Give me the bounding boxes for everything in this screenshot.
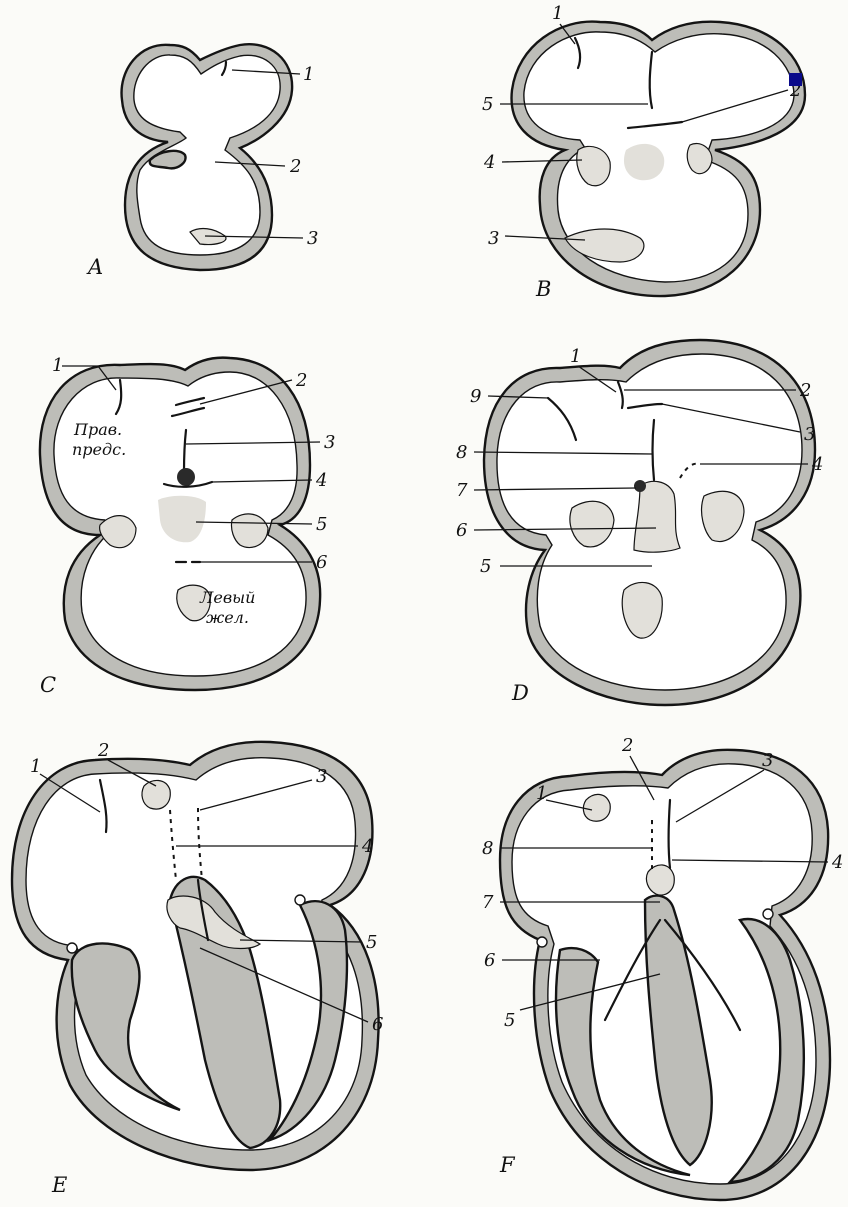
- callout-label: 1: [552, 3, 563, 24]
- panel-label: E: [51, 1173, 67, 1197]
- callout-label: 5: [482, 94, 493, 115]
- selection-marker: [789, 73, 802, 86]
- left-ventricle-label-line-2: жел.: [206, 608, 249, 627]
- callout-label: 7: [456, 480, 468, 501]
- callout-label: 5: [480, 556, 491, 577]
- callout-label: 2: [621, 735, 633, 756]
- callout-label: 3: [307, 228, 318, 249]
- callout-label: 2: [97, 740, 109, 761]
- callout-label: 3: [324, 432, 335, 453]
- callout-label: 4: [483, 152, 495, 173]
- callout-label: 1: [52, 355, 63, 376]
- panel-e: [12, 742, 379, 1170]
- callout-label: 4: [361, 836, 373, 857]
- panel-b: [512, 22, 805, 296]
- left-ventricle-label-line-1: Левый: [199, 588, 255, 607]
- callout-label: 4: [315, 470, 327, 491]
- callout-label: 1: [303, 64, 314, 85]
- callout-label: 2: [289, 156, 301, 177]
- panel-label: D: [511, 681, 529, 705]
- callout-label: 4: [831, 852, 843, 873]
- callout-label: 3: [762, 750, 773, 771]
- callout-label: 6: [456, 520, 467, 541]
- callout-label: 6: [372, 1014, 383, 1035]
- callout-label: 5: [504, 1010, 515, 1031]
- callout-label: 5: [366, 932, 377, 953]
- right-atrium-label-line-1: Прав.: [73, 420, 122, 439]
- panel-label: B: [535, 277, 551, 301]
- panel-label: A: [86, 255, 103, 279]
- callout-label: 2: [295, 370, 307, 391]
- panel-label: C: [40, 673, 56, 697]
- callout-label: 8: [456, 442, 467, 463]
- callout-label: 4: [811, 454, 823, 475]
- callout-label: 6: [316, 552, 327, 573]
- callout-label: 9: [470, 386, 481, 407]
- right-atrium-label-line-2: предс.: [72, 440, 126, 459]
- panel-label: F: [499, 1153, 516, 1177]
- callout-label: 2: [799, 380, 811, 401]
- callout-label: 7: [482, 892, 494, 913]
- callout-label: 1: [536, 783, 547, 804]
- callout-label: 6: [484, 950, 495, 971]
- callout-label: 3: [804, 424, 815, 445]
- callout-label: 1: [570, 346, 581, 367]
- callout-label: 3: [316, 766, 327, 787]
- panel-d: [484, 340, 815, 705]
- callout-label: 8: [482, 838, 493, 859]
- callout-label: 5: [316, 514, 327, 535]
- panel-f: [500, 750, 830, 1200]
- callout-label: 3: [488, 228, 499, 249]
- callout-label: 1: [30, 756, 41, 777]
